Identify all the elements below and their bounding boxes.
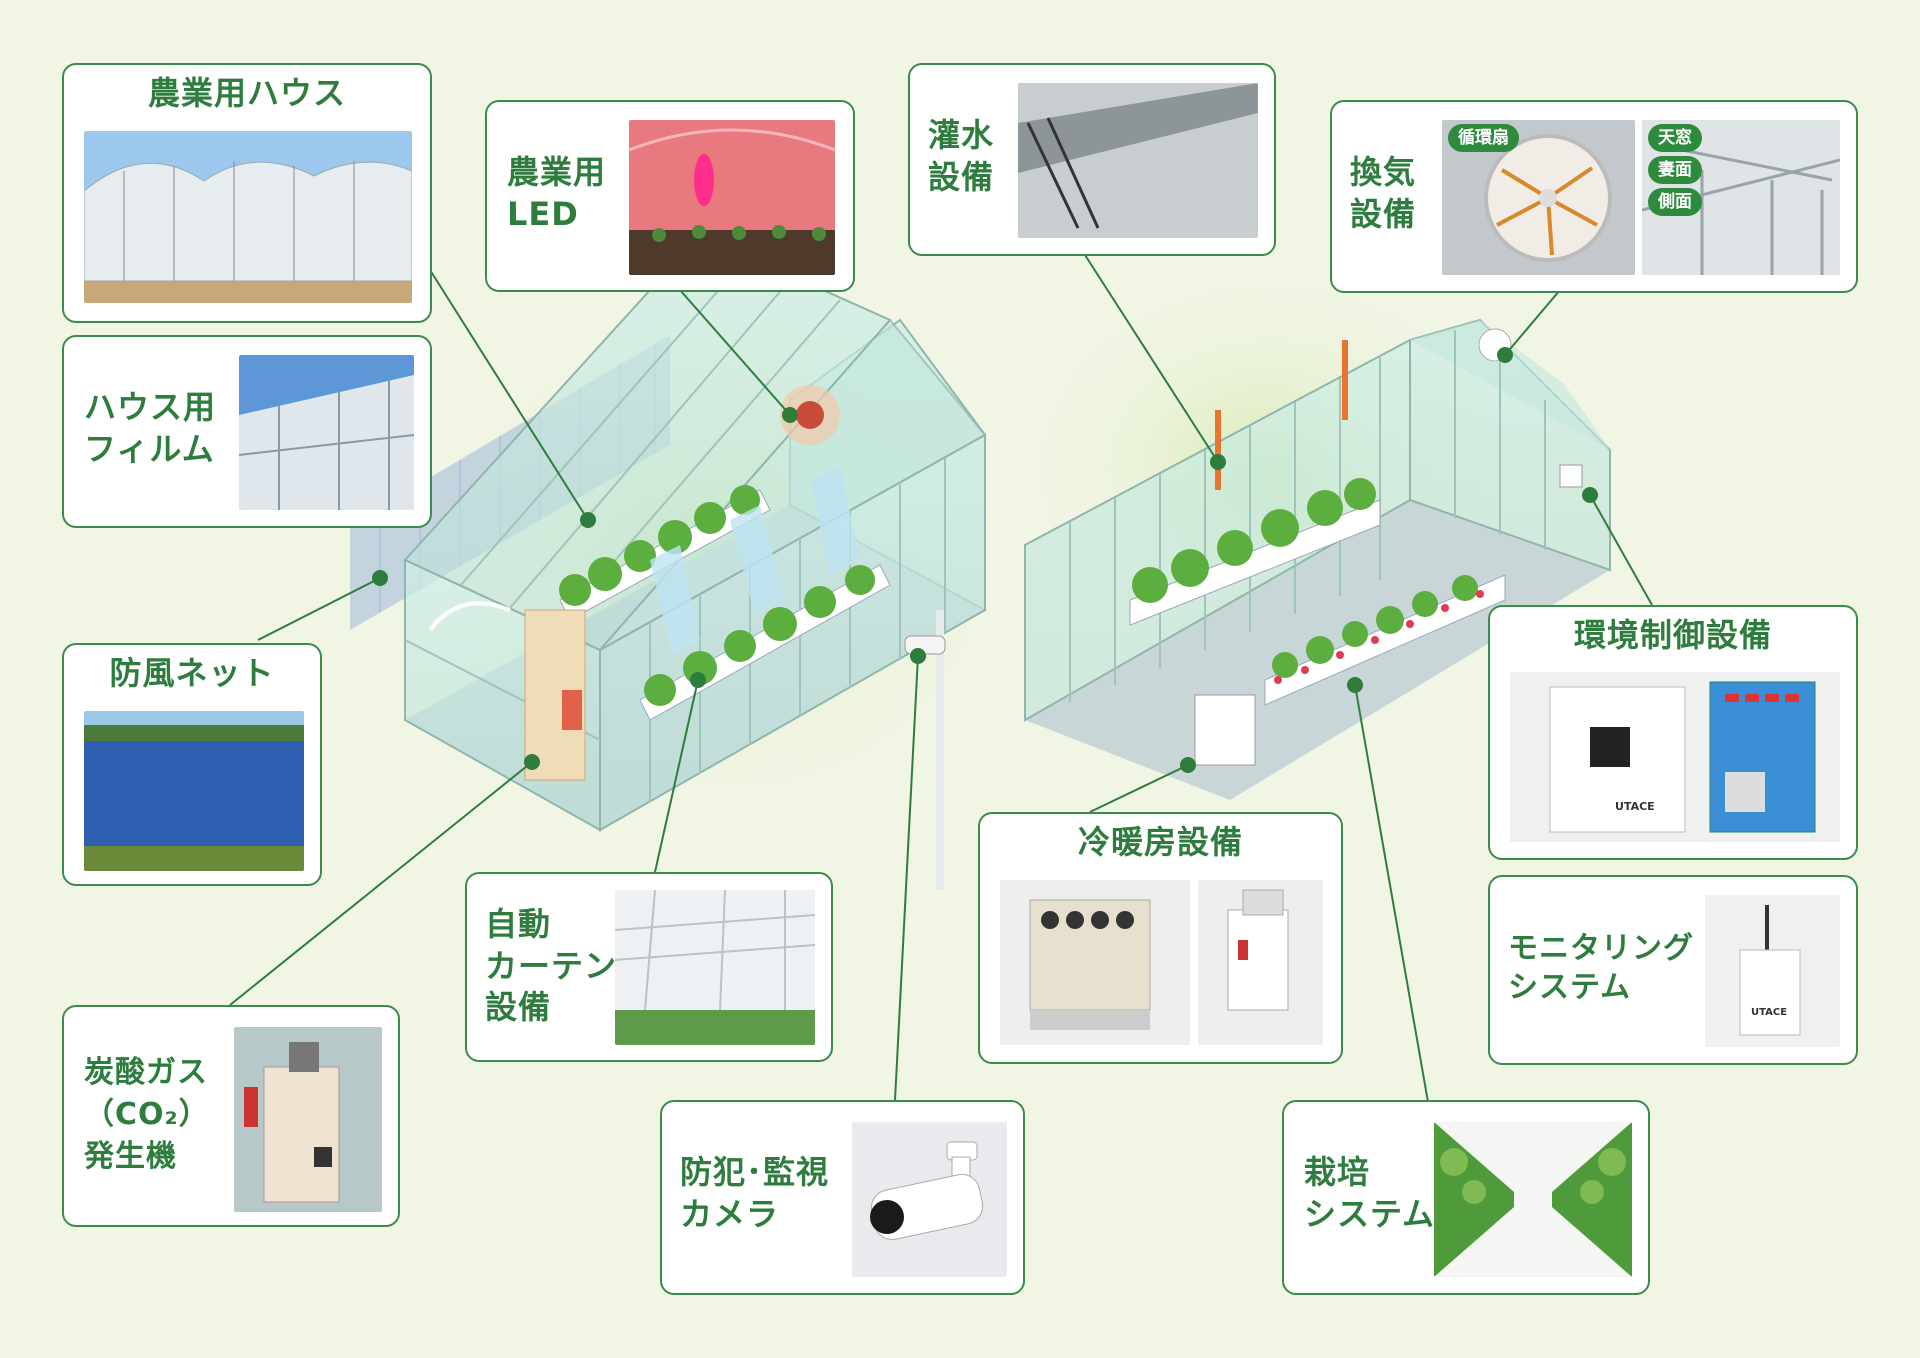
photo-monitoring: UTACE xyxy=(1705,895,1840,1047)
left-greenhouse xyxy=(350,233,987,890)
connector-lines xyxy=(229,254,1653,1103)
card-cultivation: 栽培 システム xyxy=(1282,1100,1650,1295)
right-greenhouse xyxy=(1024,318,1611,800)
card-title-cultivation: 栽培 システム xyxy=(1304,1153,1436,1233)
tag-skylight: 天窓 xyxy=(1648,124,1702,152)
card-title-house-film: ハウス用 フィルム xyxy=(84,388,217,468)
label-utace-2: UTACE xyxy=(1751,1007,1788,1018)
photo-cultivation xyxy=(1434,1122,1632,1277)
card-auto-curtain: 自動 カーテン 設備 xyxy=(465,872,833,1062)
connector-dots xyxy=(372,347,1598,773)
photo-co2-generator xyxy=(234,1027,382,1212)
tag-circulation-fan: 循環扇 xyxy=(1448,124,1519,152)
card-title-security-camera: 防犯･監視 カメラ xyxy=(680,1153,830,1233)
tag-gable: 妻面 xyxy=(1648,156,1702,184)
card-house-film: ハウス用 フィルム xyxy=(62,335,432,528)
hvac-unit xyxy=(1194,694,1256,766)
photo-security-camera xyxy=(852,1122,1007,1277)
photo-auto-curtain xyxy=(615,890,815,1045)
card-title-auto-curtain: 自動 カーテン 設備 xyxy=(485,905,618,1027)
card-title-co2-generator: 炭酸ガス （CO₂） 発生機 xyxy=(84,1055,210,1174)
card-monitoring: モニタリング システム UTACE xyxy=(1488,875,1858,1065)
card-env-control: 環境制御設備 UTACE xyxy=(1488,605,1858,860)
card-agricultural-led: 農業用 LED xyxy=(485,100,855,292)
card-hvac: 冷暖房設備 xyxy=(978,812,1343,1064)
photo-irrigation xyxy=(1018,83,1258,238)
label-utace-1: UTACE xyxy=(1615,800,1655,813)
card-title-wind-net: 防風ネット xyxy=(109,654,275,692)
tag-side: 側面 xyxy=(1648,188,1702,216)
photo-hvac-cooler xyxy=(1198,880,1323,1045)
env-sensor xyxy=(1559,464,1583,488)
card-ventilation: 換気 設備 循環扇 天窓 妻面 側面 xyxy=(1330,100,1858,293)
photo-hvac-heater xyxy=(1000,880,1190,1045)
card-irrigation: 灌水 設備 xyxy=(908,63,1276,256)
card-title-monitoring: モニタリング システム xyxy=(1508,931,1694,1005)
card-title-agricultural-led: 農業用 LED xyxy=(507,153,607,233)
card-title-irrigation: 灌水 設備 xyxy=(928,116,995,196)
card-title-hvac: 冷暖房設備 xyxy=(1077,823,1243,861)
photo-wind-net xyxy=(84,711,304,871)
card-title-agricultural-house: 農業用ハウス xyxy=(147,74,346,112)
card-security-camera: 防犯･監視 カメラ xyxy=(660,1100,1025,1295)
photo-agricultural-led xyxy=(629,120,835,275)
card-title-ventilation: 換気 設備 xyxy=(1350,153,1417,233)
security-camera xyxy=(904,635,946,655)
card-title-env-control: 環境制御設備 xyxy=(1573,616,1772,654)
card-co2-generator: 炭酸ガス （CO₂） 発生機 xyxy=(62,1005,400,1227)
photo-house-film xyxy=(239,355,414,510)
card-wind-net: 防風ネット xyxy=(62,643,322,886)
card-agricultural-house: 農業用ハウス xyxy=(62,63,432,323)
photo-env-control: UTACE xyxy=(1510,672,1840,842)
photo-agricultural-house xyxy=(84,131,412,303)
